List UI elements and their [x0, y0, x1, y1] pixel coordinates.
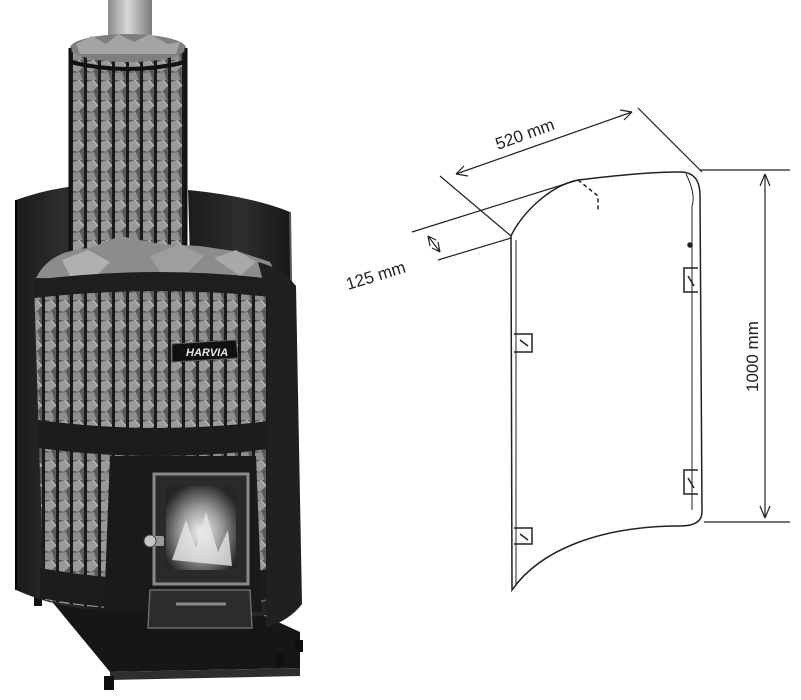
brand-logo-text: HARVIA: [186, 347, 228, 359]
safety-shield-front: [258, 262, 302, 628]
dimension-width: [439, 107, 703, 237]
mount-bracket-left-upper: [514, 333, 533, 353]
sauna-stove-illustration: HARVIA: [15, 0, 303, 690]
stone-tower: [70, 39, 186, 267]
width-label: 520 mm: [493, 115, 557, 154]
depth-label: 125 mm: [344, 258, 408, 294]
top-rim-band: [34, 272, 280, 298]
middle-band: [38, 420, 276, 456]
mount-bracket-left-lower: [514, 527, 533, 545]
brand-plate: HARVIA: [171, 339, 239, 363]
stove-feet: [34, 592, 303, 690]
ash-drawer: [147, 589, 253, 629]
hidden-edge: [577, 179, 599, 210]
shield-outline: [510, 171, 703, 593]
mount-bracket-right-lower: [683, 469, 698, 495]
dimension-depth: [411, 179, 579, 261]
shield-dimension-drawing: [411, 107, 790, 593]
height-label: 1000 mm: [743, 321, 762, 392]
door-handle: [143, 534, 164, 548]
dimension-height: [700, 169, 790, 523]
mount-bracket-right-upper: [683, 267, 698, 293]
